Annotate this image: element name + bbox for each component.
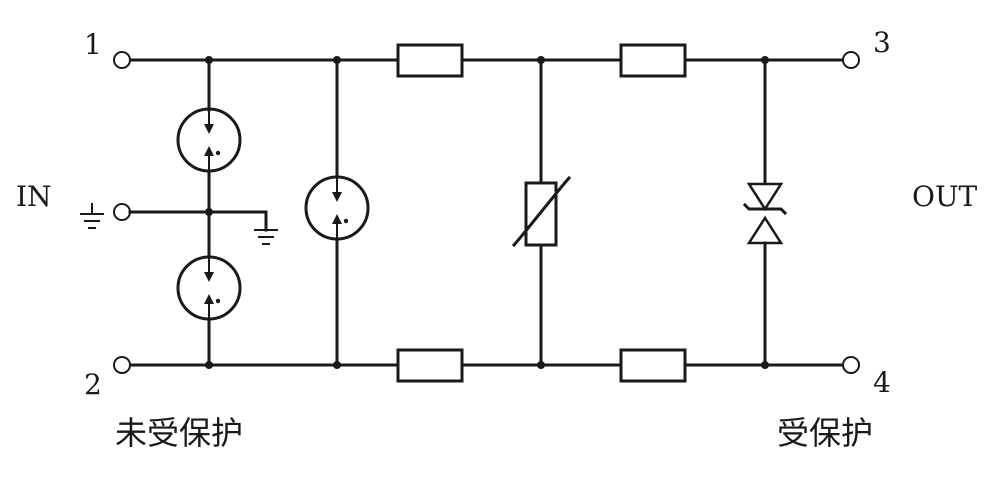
- terminal-2: [113, 356, 131, 374]
- terminal-3-label: 3: [873, 26, 891, 59]
- output-side-label: OUT: [912, 180, 978, 213]
- varistor: [511, 58, 572, 367]
- junction: [537, 361, 545, 369]
- unprotected-side-caption: 未受保护: [115, 414, 243, 452]
- junction: [205, 361, 213, 369]
- terminal-4: [842, 356, 860, 374]
- junction: [205, 208, 213, 216]
- terminal-2-label: 2: [84, 368, 102, 401]
- ground-symbol-left: [80, 203, 104, 229]
- junction: [761, 56, 769, 64]
- protected-side-caption: 受保护: [777, 414, 873, 452]
- resistor-top-right: [619, 43, 687, 78]
- junction: [761, 361, 769, 369]
- resistor-bottom-left: [396, 348, 464, 383]
- gas-discharge-tube-middle: [304, 58, 370, 367]
- tvs-diode: [742, 58, 788, 367]
- input-side-label: IN: [16, 180, 52, 213]
- ground-terminal: [113, 203, 131, 221]
- junction: [537, 56, 545, 64]
- resistor-bottom-right: [619, 348, 687, 383]
- junction: [205, 56, 213, 64]
- terminal-1-label: 1: [84, 28, 102, 61]
- resistor-top-left: [396, 43, 464, 78]
- terminal-4-label: 4: [873, 366, 891, 399]
- ground-symbol-right: [254, 210, 278, 245]
- terminal-3: [842, 51, 860, 69]
- gas-discharge-tube-upper: [176, 58, 242, 214]
- terminal-1: [113, 51, 131, 69]
- junction: [333, 56, 341, 64]
- junction: [333, 361, 341, 369]
- gas-discharge-tube-lower: [176, 210, 242, 367]
